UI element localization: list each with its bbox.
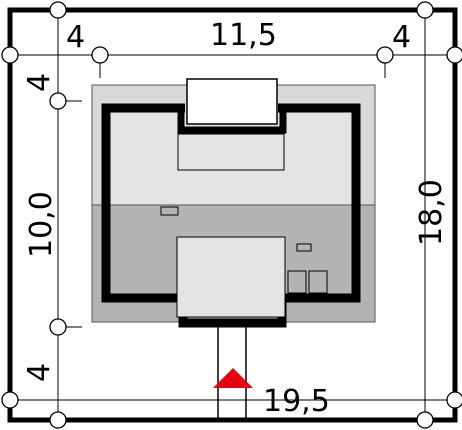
circle-node-icon [49, 1, 67, 19]
circle-node-icon [1, 391, 19, 409]
house-depth-label: 10,0 [24, 191, 59, 258]
small-vent-right [296, 243, 312, 252]
plot-depth-label: 18,0 [414, 179, 449, 246]
top-notch-walls [177, 105, 287, 134]
house-width-label: 11,5 [210, 18, 277, 53]
small-vent-left [160, 206, 179, 216]
top-bay [186, 78, 278, 125]
circle-node-icon [446, 391, 462, 409]
circle-node-icon [416, 1, 434, 19]
circle-node-icon [49, 92, 67, 110]
parking-square-1 [287, 270, 307, 294]
plot-width-label: 19,5 [263, 384, 330, 419]
upper-inner-box [177, 133, 285, 171]
entrance-room [176, 236, 286, 318]
circle-node-icon [376, 46, 394, 64]
setback-top-label: 4 [22, 73, 57, 92]
circle-node-icon [49, 318, 67, 336]
circle-node-icon [91, 46, 109, 64]
house-walls [101, 103, 361, 328]
plot-boundary [7, 7, 458, 423]
setback-right-label: 4 [392, 20, 411, 55]
circle-node-icon [446, 46, 462, 64]
parking-square-2 [308, 270, 328, 294]
setback-left-label: 4 [66, 20, 85, 55]
driveway [217, 327, 247, 420]
circle-node-icon [1, 46, 19, 64]
circle-node-icon [49, 411, 67, 429]
setback-bottom-label: 4 [22, 363, 57, 382]
red-triangle-entrance-icon [213, 368, 253, 388]
circle-node-icon [416, 411, 434, 429]
